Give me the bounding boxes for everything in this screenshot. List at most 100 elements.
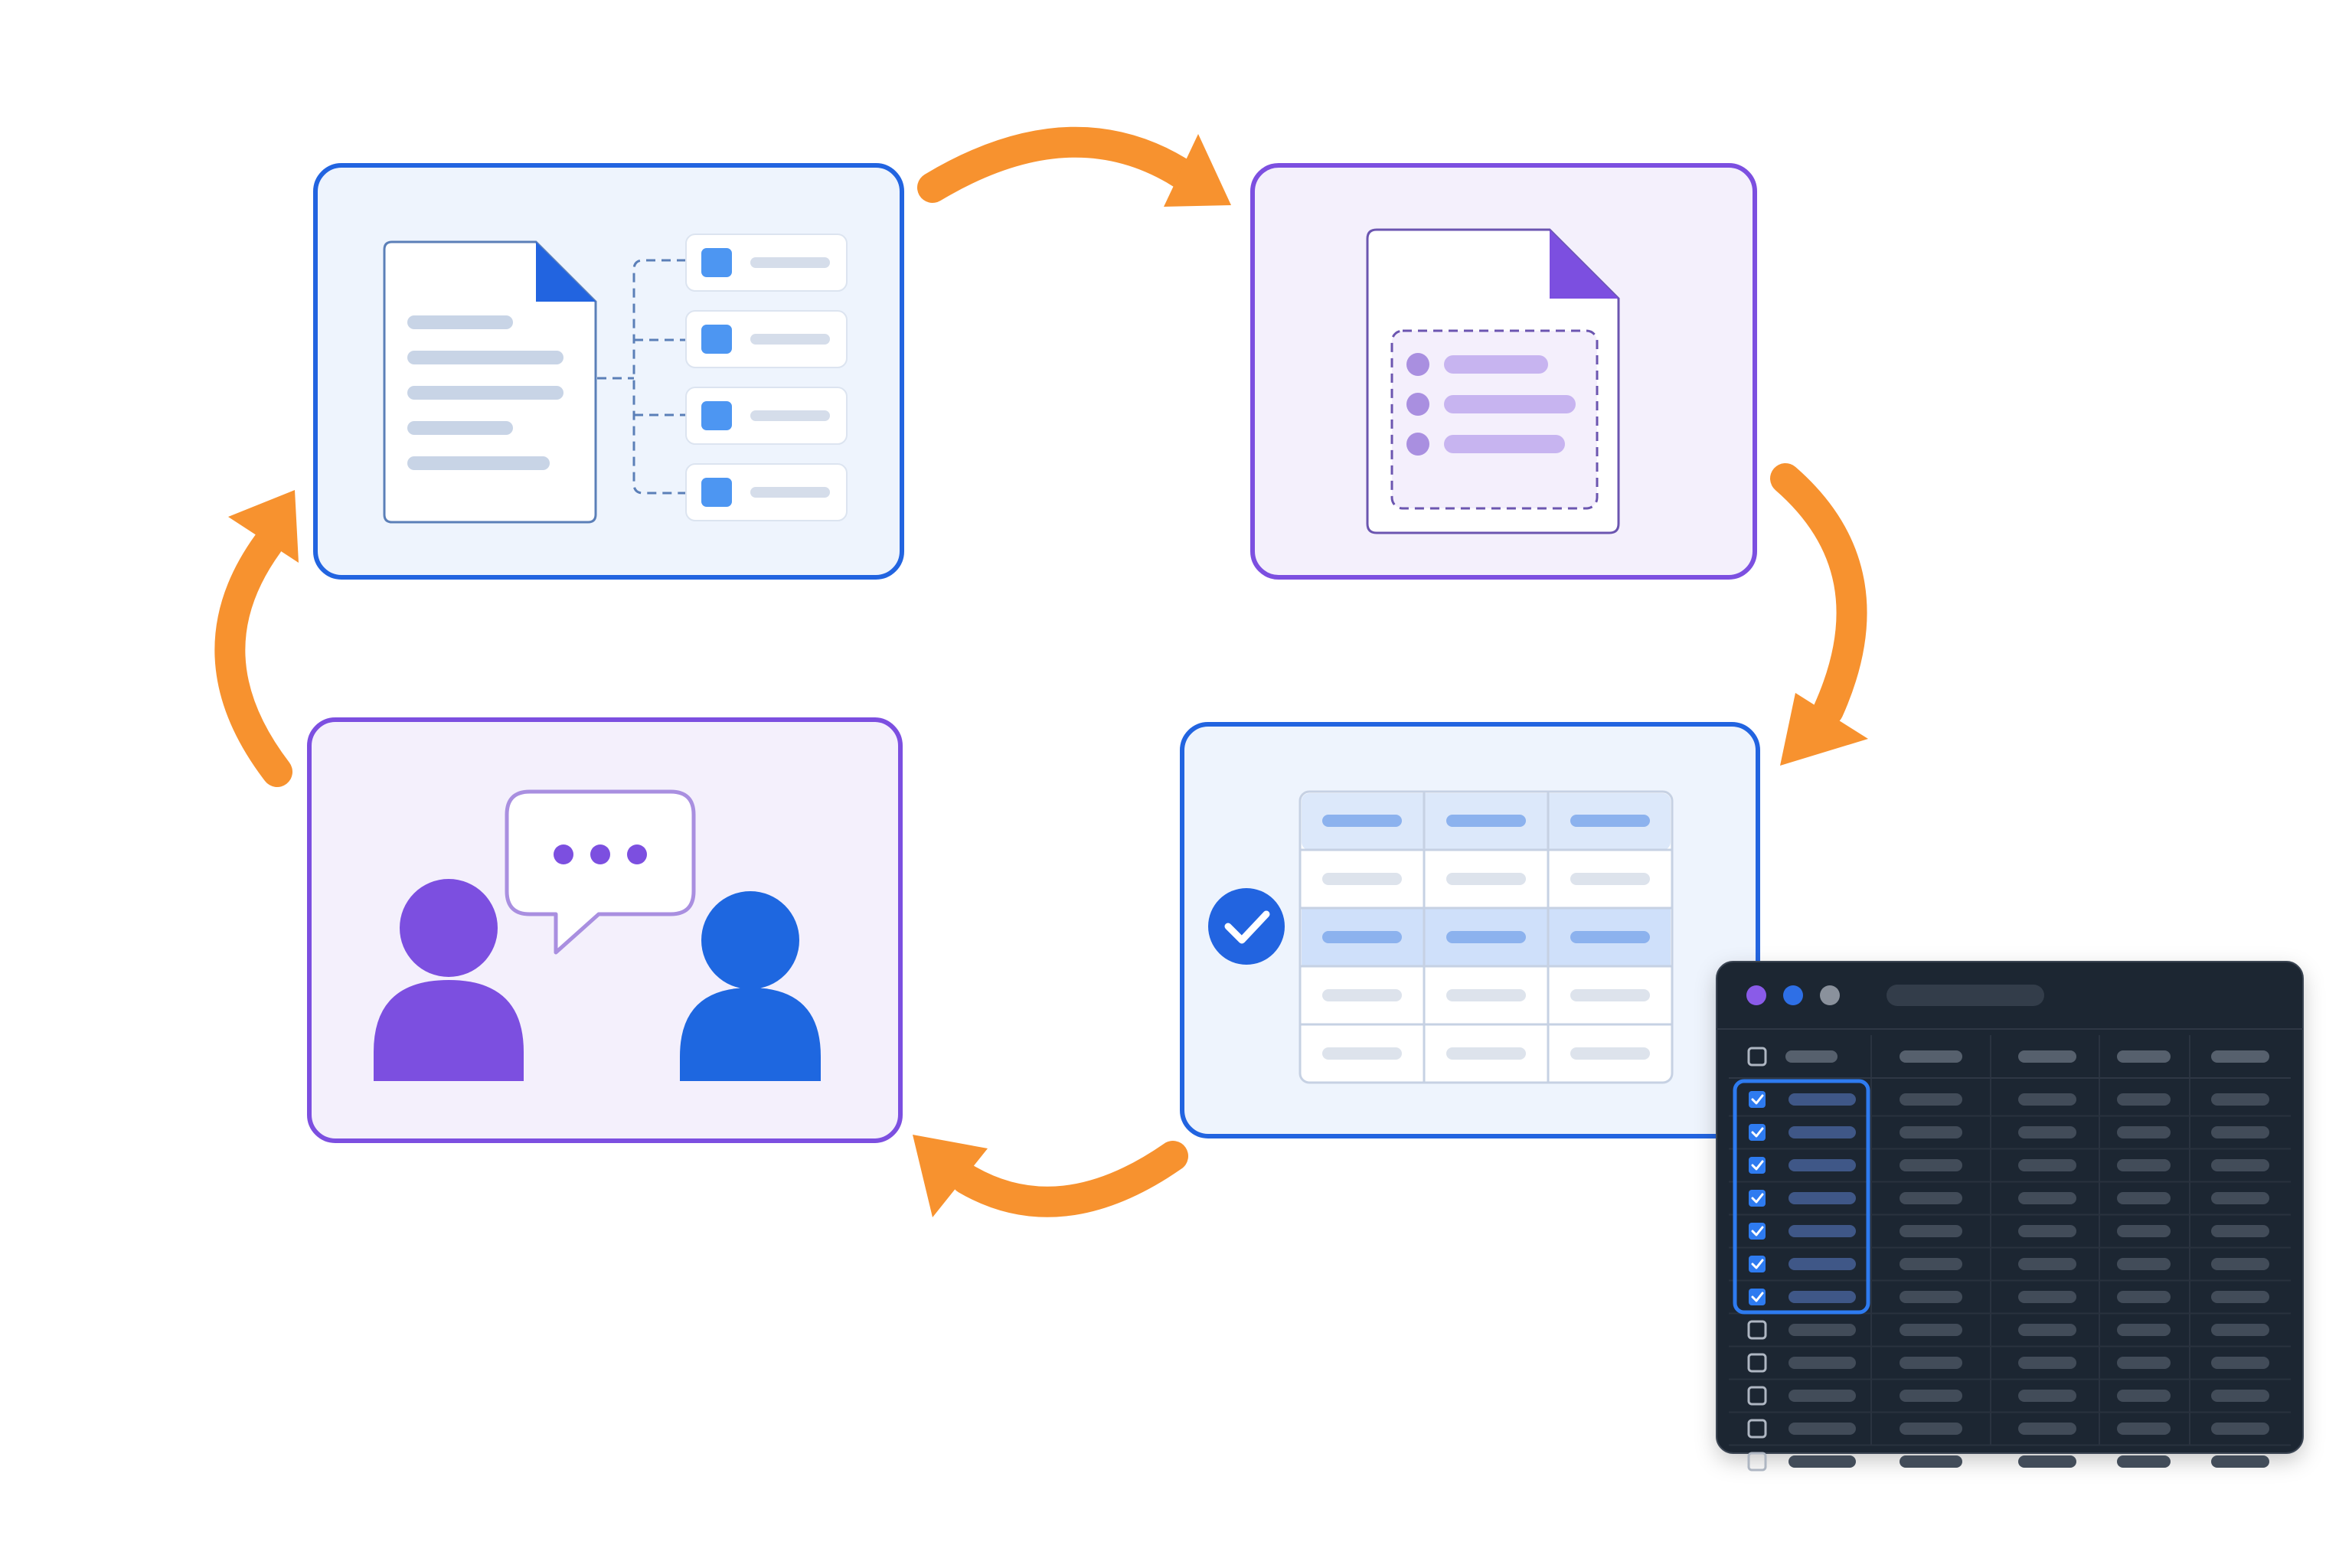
table-row[interactable] — [1729, 1444, 2291, 1472]
row-checkbox-checked[interactable] — [1749, 1256, 1766, 1272]
table-cell — [2018, 1126, 2076, 1138]
table-cell — [2211, 1093, 2269, 1106]
check-icon — [1751, 1160, 1764, 1171]
selected-rows-highlight — [1733, 1079, 1870, 1315]
table-cell — [2018, 1357, 2076, 1369]
table-cell — [2018, 1159, 2076, 1171]
check-icon — [1751, 1292, 1764, 1302]
table-row[interactable] — [1729, 1214, 2291, 1240]
page-thumbnail-icon — [701, 325, 732, 354]
table-row[interactable] — [1729, 1411, 2291, 1439]
table-cell — [2211, 1455, 2269, 1468]
table-row[interactable] — [1749, 1091, 2269, 1108]
window-control-dot[interactable] — [1783, 985, 1803, 1005]
table-cell-line — [1446, 815, 1526, 827]
table-cell — [1788, 1455, 1856, 1468]
row-checkbox-checked[interactable] — [1749, 1091, 1766, 1108]
split-output-item — [685, 234, 848, 292]
table-cell — [2117, 1291, 2171, 1303]
row-checkbox-checked[interactable] — [1749, 1124, 1766, 1141]
table-cell — [1788, 1423, 1856, 1435]
table-cell — [2117, 1357, 2171, 1369]
table-row[interactable] — [1729, 1279, 2291, 1306]
table-cell — [2117, 1455, 2171, 1468]
check-icon — [1751, 1193, 1764, 1204]
table-cell-line — [1446, 1047, 1526, 1060]
table-cell — [2117, 1225, 2171, 1237]
table-cell — [2018, 1390, 2076, 1402]
data-table-icon — [1298, 790, 1674, 1084]
window-control-dot[interactable] — [1820, 985, 1840, 1005]
table-cell — [1788, 1390, 1856, 1402]
table-row[interactable] — [1729, 1246, 2291, 1273]
select-all-checkbox[interactable] — [1747, 1047, 1767, 1067]
cycle-arrows — [214, 126, 1868, 1217]
connector-lines — [597, 259, 686, 495]
table-row[interactable] — [1729, 1378, 2291, 1406]
table-row[interactable] — [1729, 1148, 2291, 1174]
table-cell — [1900, 1324, 1962, 1336]
split-output-item — [685, 463, 848, 521]
arrow-right — [1770, 463, 1868, 766]
split-output-item — [685, 387, 848, 445]
table-cell — [2211, 1159, 2269, 1171]
table-cell — [2211, 1324, 2269, 1336]
table-cell-line — [1446, 989, 1526, 1001]
table-cell-line — [1322, 931, 1402, 943]
check-icon — [1751, 1094, 1764, 1105]
table-cell — [2117, 1258, 2171, 1270]
table-cell — [2211, 1291, 2269, 1303]
table-cell — [2018, 1225, 2076, 1237]
table-cell-line — [1570, 1047, 1650, 1060]
row-checkbox-checked[interactable] — [1749, 1223, 1766, 1240]
table-cell — [1788, 1291, 1856, 1303]
table-cell-line — [1322, 1047, 1402, 1060]
table-cell-line — [1570, 931, 1650, 943]
row-checkbox[interactable] — [1747, 1419, 1767, 1439]
table-cell-line — [1322, 873, 1402, 885]
checkmark-circle-icon — [1208, 888, 1285, 965]
table-row[interactable] — [1729, 1345, 2291, 1373]
spreadsheet-window — [1716, 961, 2304, 1472]
table-cell — [2211, 1357, 2269, 1369]
row-checkbox[interactable] — [1747, 1452, 1767, 1472]
table-cell — [1900, 1258, 1962, 1270]
table-cell — [2211, 1225, 2269, 1237]
table-cell — [1788, 1357, 1856, 1369]
arrow-top — [917, 126, 1231, 207]
extracted-field-row — [1406, 393, 1576, 416]
document-outline-icon — [383, 240, 597, 524]
row-checkbox-checked[interactable] — [1749, 1289, 1766, 1305]
row-checkbox-checked[interactable] — [1749, 1190, 1766, 1207]
table-row[interactable] — [1729, 1181, 2291, 1207]
table-cell — [2117, 1324, 2171, 1336]
table-cell — [1900, 1126, 1962, 1138]
arrow-bottom — [913, 1135, 1188, 1217]
split-output-list — [685, 234, 848, 521]
row-checkbox[interactable] — [1747, 1386, 1767, 1406]
row-checkbox-checked[interactable] — [1749, 1157, 1766, 1174]
table-cell-line — [1322, 815, 1402, 827]
table-cell — [2211, 1192, 2269, 1204]
table-cell — [1900, 1423, 1962, 1435]
table-cell — [2018, 1192, 2076, 1204]
table-cell — [1788, 1324, 1856, 1336]
table-cell — [1900, 1291, 1962, 1303]
speech-bubble-icon — [505, 789, 696, 955]
table-cell — [2018, 1291, 2076, 1303]
row-checkbox[interactable] — [1747, 1353, 1767, 1373]
table-cell — [2117, 1390, 2171, 1402]
table-cell — [2018, 1423, 2076, 1435]
table-row[interactable] — [1729, 1115, 2291, 1142]
table-cell — [2211, 1126, 2269, 1138]
table-cell-line — [1322, 989, 1402, 1001]
table-cell-line — [1570, 989, 1650, 1001]
window-title-bar-placeholder — [1886, 985, 2044, 1006]
page-thumbnail-icon — [701, 478, 732, 507]
person-icon-right — [680, 891, 821, 1081]
table-cell — [1900, 1093, 1962, 1106]
window-control-dot[interactable] — [1746, 985, 1766, 1005]
table-cell — [2117, 1093, 2171, 1106]
row-checkbox[interactable] — [1747, 1320, 1767, 1340]
table-cell — [2117, 1126, 2171, 1138]
